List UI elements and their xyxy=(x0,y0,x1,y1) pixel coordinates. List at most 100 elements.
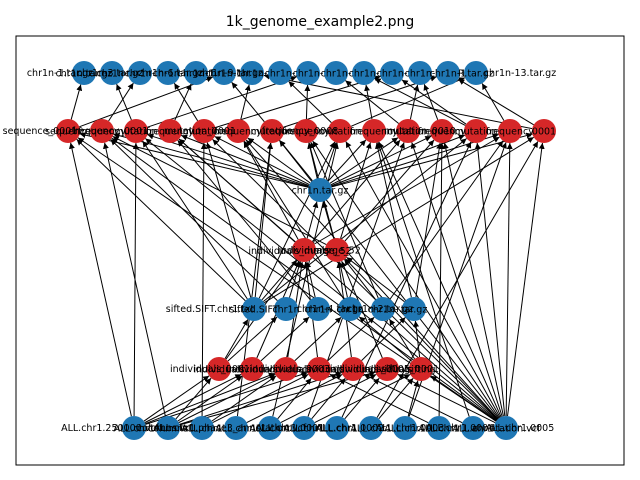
edge-i6-s3 xyxy=(358,316,413,362)
node-label-s0: sifted.SIFT xyxy=(229,305,279,316)
edge-r6-t13 xyxy=(283,75,437,128)
edge-s3-m1 xyxy=(337,261,348,298)
edge-b11-i5 xyxy=(397,373,496,424)
node-r4 xyxy=(192,119,216,143)
edge-r2-t1 xyxy=(116,83,132,121)
edge-b10-i4 xyxy=(363,373,463,424)
node-t0 xyxy=(72,61,96,85)
overlay-label-17: sifting_0001 xyxy=(381,364,439,375)
edge-r6-t5 xyxy=(231,81,265,123)
node-label-r3: frequency xyxy=(146,127,194,138)
edge-s0-r2 xyxy=(142,140,248,300)
edge-b1-i0 xyxy=(175,377,212,420)
node-r12 xyxy=(464,119,488,143)
node-i5 xyxy=(375,357,399,381)
node-label-t13: chr1n-1 xyxy=(430,69,467,80)
axes-frame xyxy=(15,35,625,466)
node-label-b1: columns xyxy=(148,424,188,435)
node-label-b9: ALL.chr1 xyxy=(418,424,459,435)
overlay-label-6: frequency_0001 xyxy=(72,126,149,137)
edge-s4-m1 xyxy=(343,259,377,300)
node-label-r5: frequency xyxy=(214,127,262,138)
node-label-r6: mutation xyxy=(250,127,293,138)
edge-r0-t0 xyxy=(70,84,83,120)
node-label-b7: ALL.chr1 xyxy=(350,424,391,435)
node-t6 xyxy=(240,61,264,85)
node-label-r4: mutation xyxy=(182,127,225,138)
edge-m1-r11 xyxy=(344,139,435,242)
overlay-label-4: chr1n-13.tar.gz xyxy=(484,68,556,79)
edge-i1-s2 xyxy=(260,316,310,362)
edge-s1-m0 xyxy=(289,261,302,298)
edge-r7-t8 xyxy=(304,84,311,120)
edge-s2-r3 xyxy=(177,139,311,301)
edge-b1-r1 xyxy=(102,142,166,417)
node-label-m0: individuals xyxy=(278,246,329,257)
node-label-i4: individuals xyxy=(327,365,378,376)
node-b9 xyxy=(427,416,451,440)
node-label-c: chr1n.tar.gz xyxy=(292,186,349,197)
node-label-b3: ALL.chr1 xyxy=(215,424,256,435)
edge-s0-r10 xyxy=(261,139,401,301)
node-t13 xyxy=(436,61,460,85)
overlay-label-22: ALL.chr1.0002 xyxy=(316,423,385,434)
overlay-label-5: sequence_0001 xyxy=(3,126,78,137)
figure-title: 1k_genome_example2.png xyxy=(226,14,414,30)
node-label-m1: merge_52 xyxy=(313,246,361,257)
node-label-r13: frequency xyxy=(486,127,534,138)
node-r7 xyxy=(294,119,318,143)
node-label-t7: chr1n- xyxy=(265,69,296,80)
edge-s5-r11 xyxy=(415,142,443,298)
edge-c-r8 xyxy=(323,142,338,179)
edge-c-r4 xyxy=(214,135,310,186)
node-label-t5: chr1n-1 xyxy=(206,69,243,80)
edge-b1-i2 xyxy=(178,373,276,424)
edge-r8-t14 xyxy=(350,77,466,127)
edge-m0-r13 xyxy=(314,136,500,245)
edge-b2-i2 xyxy=(211,375,277,422)
node-label-s5: tar.gz xyxy=(401,305,428,316)
node-label-b0: ALL.chr1 xyxy=(113,424,154,435)
edge-m0-c xyxy=(306,201,319,239)
edge-b11-r4 xyxy=(212,139,498,420)
edge-r10-t9 xyxy=(345,80,399,124)
node-label-b2: ALL.chr1 xyxy=(181,424,222,435)
node-r2 xyxy=(124,119,148,143)
edge-b4-i3 xyxy=(277,377,312,420)
edge-r12-t10 xyxy=(374,78,466,126)
node-t14 xyxy=(464,61,488,85)
edge-r0-t5 xyxy=(79,76,213,128)
edge-r11-t12 xyxy=(423,84,439,120)
overlay-label-11: sifted.SIFT.chr1.txt xyxy=(166,304,255,315)
node-r13 xyxy=(498,119,522,143)
label-overlays-layer: chr1n-1.tar.gzchr1n-3.tar.gzchr1n-6.tar.… xyxy=(3,68,557,434)
node-label-r14: 0001 xyxy=(532,127,556,138)
node-t1 xyxy=(100,61,124,85)
node-b5 xyxy=(292,416,316,440)
edge-s2-m0 xyxy=(305,261,316,298)
node-t12 xyxy=(408,61,432,85)
node-b6 xyxy=(325,416,349,440)
node-s0 xyxy=(242,297,266,321)
overlay-label-24: ALL.chr1.0004 xyxy=(426,423,495,434)
node-i6 xyxy=(409,357,433,381)
edge-c-r7 xyxy=(307,142,318,179)
node-t11 xyxy=(380,61,404,85)
node-label-t6: chr1n- xyxy=(237,69,268,80)
overlay-label-12: chr1n-4.tar.gz xyxy=(297,304,363,315)
edge-b1-i1 xyxy=(177,375,243,422)
node-label-b4: ALL.chr1 xyxy=(249,424,290,435)
node-b10 xyxy=(461,416,485,440)
edge-r9-t10 xyxy=(364,84,373,120)
edge-s0-r14 xyxy=(263,136,535,304)
edge-m1-r1 xyxy=(112,135,327,246)
node-label-i3: individuals xyxy=(293,365,344,376)
node-t7 xyxy=(268,61,292,85)
node-t8 xyxy=(296,61,320,85)
edge-c-r13 xyxy=(331,133,499,187)
node-b3 xyxy=(224,416,248,440)
edge-m1-r9 xyxy=(340,142,372,239)
overlay-label-20: ALL.chr1.phase3_annotation.vcf xyxy=(154,423,307,434)
node-c xyxy=(308,178,332,202)
edge-c-r3 xyxy=(180,134,310,187)
